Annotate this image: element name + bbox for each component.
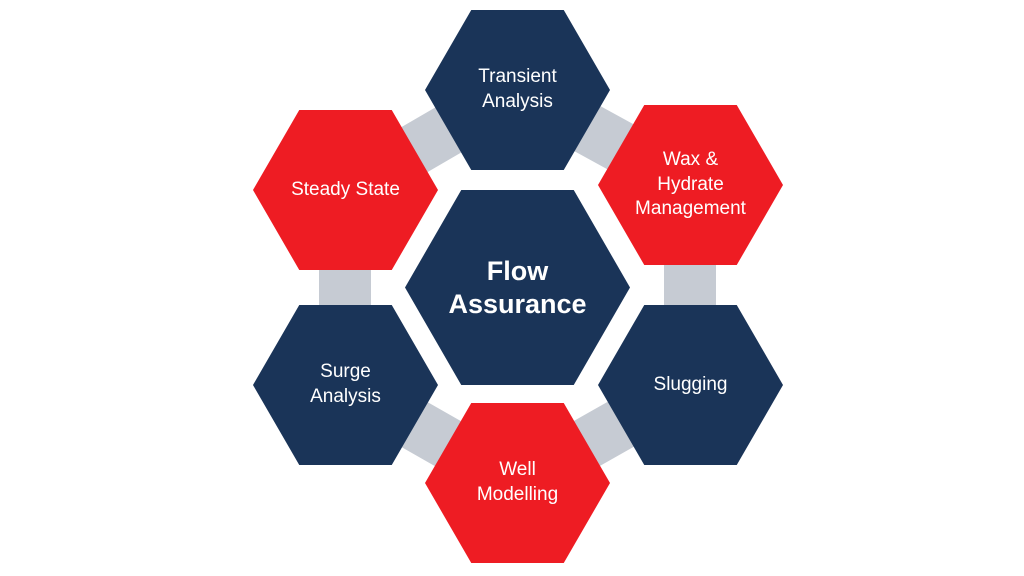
node-label-surge-analysis: Surge Analysis	[310, 361, 381, 407]
node-label-slugging: Slugging	[653, 373, 728, 395]
node-label-flow-assurance: Flow Assurance	[448, 256, 587, 319]
node-label-well-modelling: Well Modelling	[476, 459, 559, 505]
node-label-transient-analysis: Transient Analysis	[478, 66, 557, 112]
hexagon-steady-state: Steady State	[253, 110, 438, 270]
node-label-wax-hydrate-management: Wax & Hydrate Management	[635, 148, 746, 220]
hexagon-flow-assurance: Flow Assurance	[405, 190, 630, 385]
hexagon-surge-analysis: Surge Analysis	[253, 305, 438, 465]
node-label-steady-state: Steady State	[291, 178, 400, 200]
